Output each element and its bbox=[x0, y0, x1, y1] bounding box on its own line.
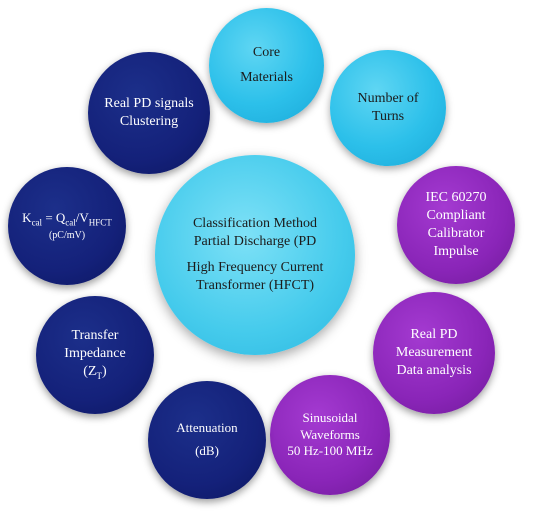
atten-line-2: (dB) bbox=[195, 443, 219, 458]
node-number-of-turns: Number of Turns bbox=[330, 50, 446, 166]
kcal-q-sub: cal bbox=[65, 217, 76, 228]
sinus-line-2: Waveforms bbox=[300, 426, 360, 442]
iec-line-2: Compliant bbox=[426, 207, 486, 223]
turns-line-2: Turns bbox=[371, 109, 405, 124]
kcal-v-sub: HFCT bbox=[88, 217, 112, 228]
node-transfer-impedance: Transfer Impedance (ZT) bbox=[36, 296, 154, 414]
core-line-2: Materials bbox=[240, 69, 293, 85]
transfer-z-sub: T bbox=[96, 371, 103, 382]
realpd-line-1: Real PD bbox=[410, 326, 458, 342]
transfer-z: (Z bbox=[83, 364, 97, 380]
sinus-line-1: Sinusoidal bbox=[302, 409, 358, 425]
center-line-2: Partial Discharge (PD bbox=[193, 233, 317, 249]
turns-line-1: Number of bbox=[357, 90, 419, 106]
transfer-line-2: Impedance bbox=[64, 346, 126, 362]
core-line-1: Core bbox=[252, 45, 281, 61]
sinus-line-3: 50 Hz-100 MHz bbox=[287, 443, 373, 459]
realpd-line-2: Measurement bbox=[395, 344, 473, 360]
node-iec-calibrator: IEC 60270 Compliant Calibrator Impulse bbox=[397, 166, 515, 284]
kcal-k: K bbox=[22, 209, 32, 225]
iec-line-4: Impulse bbox=[433, 244, 479, 260]
kcal-formula: Kcal = Qcal/VHFCT bbox=[22, 210, 112, 229]
kcal-k-sub: cal bbox=[31, 217, 43, 228]
node-attenuation: Attenuation (dB) bbox=[148, 381, 266, 499]
center-line-1: Classification Method bbox=[192, 215, 318, 231]
clustering-line-1: Real PD signals bbox=[104, 95, 194, 111]
realpd-line-3: Data analysis bbox=[396, 363, 472, 379]
node-real-pd-clustering: Real PD signals Clustering bbox=[88, 52, 210, 174]
node-core-materials: Core Materials bbox=[209, 8, 324, 123]
node-real-pd-measurement: Real PD Measurement Data analysis bbox=[373, 292, 495, 414]
transfer-line-1: Transfer bbox=[71, 328, 119, 344]
center-line-4: Transformer (HFCT) bbox=[195, 278, 315, 294]
center-line-3: High Frequency Current bbox=[186, 260, 324, 275]
kcal-slash: /V bbox=[75, 209, 89, 225]
node-kcal: Kcal = Qcal/VHFCT (pC/mV) bbox=[8, 167, 126, 285]
node-sinusoidal-waveforms: Sinusoidal Waveforms 50 Hz-100 MHz bbox=[270, 375, 390, 495]
kcal-eq: = Q bbox=[42, 209, 66, 225]
kcal-units: (pC/mV) bbox=[48, 230, 86, 242]
transfer-close: ) bbox=[102, 364, 107, 380]
clustering-line-2: Clustering bbox=[119, 114, 179, 129]
transfer-line-3: (ZT) bbox=[83, 363, 106, 382]
iec-line-1: IEC 60270 bbox=[425, 189, 487, 205]
center-circle: Classification Method Partial Discharge … bbox=[155, 155, 355, 355]
atten-line-1: Attenuation bbox=[176, 420, 238, 436]
iec-line-3: Calibrator bbox=[427, 226, 485, 241]
